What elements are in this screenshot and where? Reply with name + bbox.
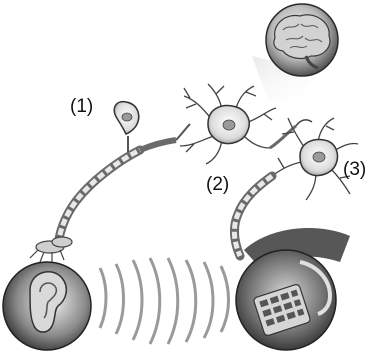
hand-phone-icon bbox=[235, 227, 350, 351]
nerve-fiber-icon bbox=[175, 123, 191, 141]
stage-label-1: (1) bbox=[70, 96, 94, 117]
neuron-icon bbox=[271, 117, 359, 201]
nerve-fiber-icon bbox=[229, 171, 277, 261]
neuron-icon bbox=[179, 83, 277, 165]
brain-icon bbox=[265, 3, 339, 77]
neuron-icon bbox=[113, 100, 140, 135]
ear-icon bbox=[2, 261, 92, 351]
stage-label-3: (3) bbox=[343, 159, 367, 180]
nerve-fiber-icon bbox=[269, 119, 313, 150]
sound-waves-icon bbox=[98, 257, 230, 345]
phone-keypad-icon bbox=[253, 284, 311, 336]
nerve-fiber-icon bbox=[53, 136, 177, 250]
nerve-root bbox=[29, 236, 73, 264]
stage-label-2: (2) bbox=[206, 174, 230, 195]
